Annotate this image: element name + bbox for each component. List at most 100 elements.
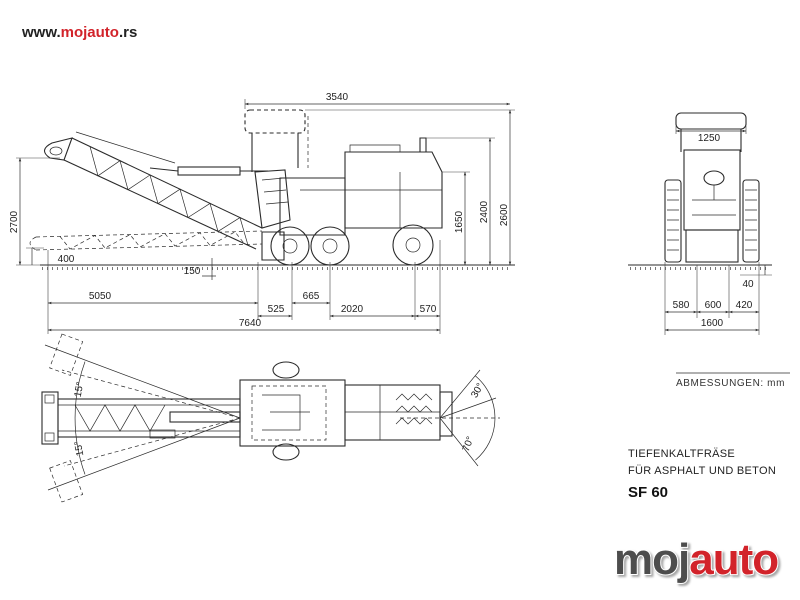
steering-wheel — [703, 170, 725, 186]
dim-label-420: 420 — [736, 300, 753, 311]
conveyor-lower-edge — [63, 159, 257, 250]
front-left-wheel — [664, 179, 682, 263]
conveyor-upper-edge — [71, 137, 263, 229]
conveyor-top-head — [41, 391, 59, 445]
operator-platform — [254, 169, 291, 229]
front-drum-housing — [685, 229, 739, 263]
roof-posts — [251, 133, 299, 172]
conveyor-swing-limits — [44, 344, 241, 491]
front-right-wheel — [742, 179, 760, 263]
steer-angle-arc — [475, 375, 496, 461]
front-frame — [279, 177, 346, 236]
body-top — [239, 379, 346, 447]
conveyor-lift-rod — [149, 167, 268, 172]
dim-label-1600: 1600 — [701, 318, 724, 329]
angle-label-70: 70° — [461, 435, 477, 453]
front-body-details — [692, 185, 736, 216]
cab-top-outline — [251, 385, 327, 441]
dim-label-40: 40 — [742, 279, 754, 290]
ghost-head-up — [49, 333, 84, 376]
cutting-drum-pattern — [395, 393, 433, 425]
engine-top — [344, 384, 441, 441]
top-small-cylinder — [149, 429, 176, 439]
conveyor-swing-guides — [61, 369, 241, 467]
front-wheel-top-right — [272, 443, 300, 461]
conveyor-ghost-down — [49, 460, 84, 503]
front-roof-posts — [680, 129, 742, 152]
exhaust-pipe — [419, 137, 427, 152]
angle-label-swing-up: 15° — [73, 381, 86, 398]
engine-top-details — [345, 385, 440, 440]
conveyor-lowered-edges — [35, 230, 263, 251]
dim-label-150: 150 — [184, 266, 201, 277]
conveyor-swing-arc — [74, 361, 86, 475]
cab-roof — [244, 109, 306, 134]
front-roof — [675, 112, 747, 130]
ghost-head-down — [49, 460, 84, 503]
watermark-part1: moj — [614, 535, 689, 584]
conveyor-top-rails — [58, 404, 240, 432]
hub — [405, 237, 421, 253]
front-wheel-2 — [310, 226, 350, 266]
legend: ABMESSUNGEN: mm TIEFENKALTFRÄSE FÜR ASPH… — [628, 372, 790, 501]
conveyor-head-roller — [49, 146, 63, 156]
site-url-suffix: .rs — [119, 24, 137, 41]
front-wheel-top-left — [272, 361, 300, 379]
conveyor-upper-rail — [75, 131, 176, 164]
dim-label-2700: 2700 — [9, 210, 20, 233]
front-wheel-1 — [270, 226, 310, 266]
milling-drum-housing — [261, 231, 285, 261]
dim-label-570: 570 — [420, 304, 437, 315]
watermark-part2: auto — [689, 535, 778, 584]
tire-treads — [667, 189, 757, 251]
engine-housing — [344, 151, 443, 229]
top-view: 15° 15° 30° 70° — [41, 333, 500, 503]
watermark-logo: mojauto — [613, 534, 780, 585]
units-note: ABMESSUNGEN: mm — [676, 378, 785, 389]
conveyor-ghost-up — [49, 333, 84, 376]
rear-wheel — [392, 224, 434, 266]
watermark-text: mojauto — [614, 535, 778, 584]
tire — [270, 226, 310, 266]
conveyor-lowered-lattice — [59, 231, 246, 250]
top-lift-cylinder — [169, 411, 241, 423]
engine-hood — [349, 144, 401, 152]
dim-label-600: 600 — [705, 300, 722, 311]
conveyor-lowered-head — [29, 236, 37, 251]
dim-label-580: 580 — [673, 300, 690, 311]
dim-label-1650: 1650 — [454, 210, 465, 233]
operator-ladder — [261, 177, 289, 205]
head-bracket-bottom — [44, 432, 55, 442]
tire — [310, 226, 350, 266]
dim-label-2400: 2400 — [479, 200, 490, 223]
dim-label-3540: 3540 — [326, 92, 349, 103]
dim-line-150 — [202, 258, 216, 280]
hub — [322, 238, 338, 254]
machine-type-line2: FÜR ASPHALT UND BETON — [628, 465, 776, 477]
conveyor-lift-cylinder — [177, 166, 241, 176]
side-view: 3540 2700 400 150 1650 2400 2600 5050 52… — [9, 92, 515, 334]
dim-label-525: 525 — [268, 304, 285, 315]
operator-area-top — [262, 394, 310, 431]
front-body — [683, 149, 741, 231]
dim-label-7640: 7640 — [239, 318, 262, 329]
conveyor-lattice — [89, 146, 249, 246]
conveyor-discharge-head — [43, 137, 73, 161]
dim-label-2600: 2600 — [499, 203, 510, 226]
hub — [282, 238, 298, 254]
tire — [392, 224, 434, 266]
site-url-prefix: www. — [21, 24, 61, 41]
machine-type-line1: TIEFENKALTFRÄSE — [628, 448, 735, 460]
engine-panels — [300, 172, 442, 228]
steer-angle-lines — [439, 369, 497, 467]
conveyor-raised — [43, 131, 263, 250]
dim-label-400: 400 — [58, 254, 75, 265]
dim-label-1250: 1250 — [698, 133, 721, 144]
dim-label-5050: 5050 — [89, 291, 112, 302]
site-url: www.mojauto.rs — [21, 24, 137, 41]
model-name: SF 60 — [628, 484, 668, 501]
conveyor-top-lattice — [74, 404, 166, 432]
site-url-brand: mojauto — [61, 24, 119, 41]
